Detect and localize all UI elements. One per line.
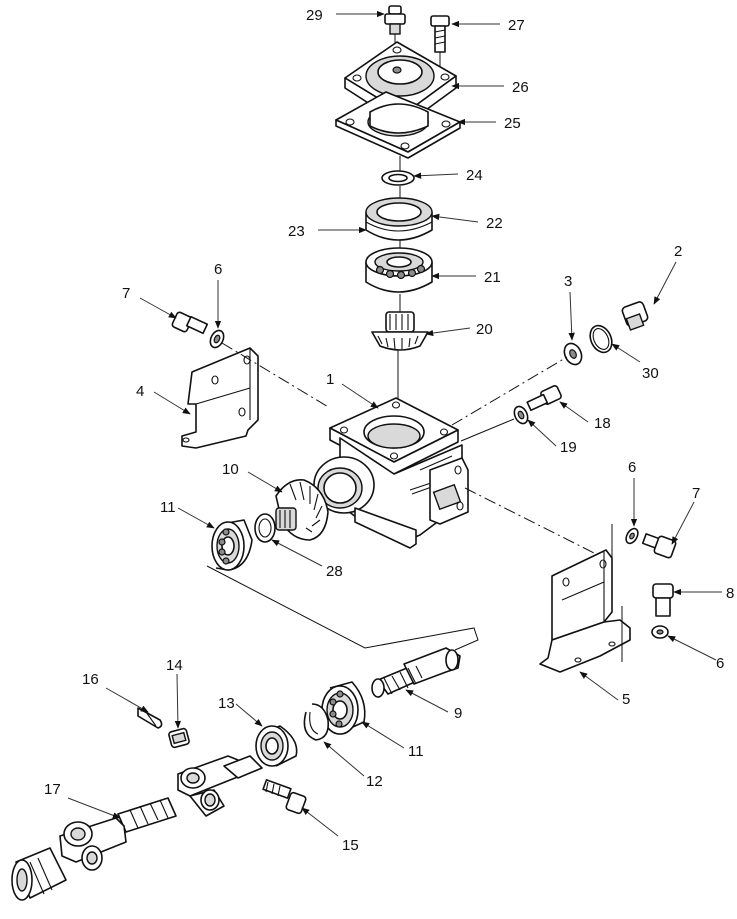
part-12-snap-ring — [303, 703, 330, 741]
part-20-pinion-gear — [371, 311, 429, 351]
part-9-splined-shaft — [371, 647, 461, 698]
callout-15: 15 — [342, 837, 359, 854]
part-18-bolt — [526, 385, 562, 412]
callout-7-left: 7 — [122, 285, 130, 302]
part-6-washer-left — [209, 329, 225, 349]
part-8-bolt — [652, 583, 674, 617]
callout-18: 18 — [594, 415, 611, 432]
part-17-drive-shaft — [11, 755, 263, 901]
part-6-washer-right-bottom — [651, 625, 669, 639]
callout-7-right: 7 — [692, 485, 700, 502]
callout-4: 4 — [136, 383, 144, 400]
part-26-bearing-cover — [344, 41, 457, 127]
callout-8: 8 — [726, 585, 734, 602]
callout-6-right-bottom: 6 — [716, 655, 724, 672]
part-11-bearing-lower — [321, 681, 366, 735]
part-13-oil-seal — [255, 725, 298, 767]
callout-19: 19 — [560, 439, 577, 456]
callout-22: 22 — [486, 215, 503, 232]
part-29-grease-fitting — [384, 5, 406, 35]
part-3-seal-washer — [563, 342, 583, 366]
callout-27: 27 — [508, 17, 525, 34]
part-1-gearbox-housing — [313, 397, 469, 549]
callout-16: 16 — [82, 671, 99, 688]
callout-23: 23 — [288, 223, 305, 240]
callout-13: 13 — [218, 695, 235, 712]
callout-labels: 29 27 26 25 24 22 23 21 20 2 3 30 6 7 4 … — [44, 7, 734, 854]
part-21-ball-bearing — [365, 247, 433, 293]
part-4-mounting-bracket — [181, 347, 259, 449]
part-7-bolt-left — [171, 311, 209, 335]
part-5-mounting-bracket — [539, 549, 631, 673]
callout-leaders — [67, 10, 722, 837]
callout-25: 25 — [504, 115, 521, 132]
callout-9: 9 — [454, 705, 462, 722]
callout-12: 12 — [366, 773, 383, 790]
part-25-housing-spacer — [335, 91, 461, 159]
callout-21: 21 — [484, 269, 501, 286]
part-22-23-bearing-cup — [365, 197, 433, 241]
callout-10: 10 — [222, 461, 239, 478]
part-10-bevel-gear — [275, 479, 329, 541]
part-14-nut — [168, 727, 190, 749]
callout-17: 17 — [44, 781, 61, 798]
callout-3: 3 — [564, 273, 572, 290]
callout-2: 2 — [674, 243, 682, 260]
part-2-plug — [621, 301, 649, 331]
part-24-snap-ring — [381, 170, 415, 186]
callout-29: 29 — [306, 7, 323, 24]
callout-14: 14 — [166, 657, 183, 674]
callout-11-lower: 11 — [408, 743, 424, 760]
part-11-bearing-upper — [211, 519, 253, 571]
part-7-bolt-right — [641, 533, 677, 559]
part-15-bolt — [262, 779, 307, 815]
part-27-bolt — [430, 15, 450, 53]
callout-6-left: 6 — [214, 261, 222, 278]
callout-24: 24 — [466, 167, 483, 184]
callout-26: 26 — [512, 79, 529, 96]
callout-30: 30 — [642, 365, 659, 382]
callout-28: 28 — [326, 563, 343, 580]
callout-6-right-top: 6 — [628, 459, 636, 476]
callout-11-upper: 11 — [160, 499, 176, 516]
part-19-washer — [513, 405, 529, 425]
callout-5: 5 — [622, 691, 630, 708]
part-16-cotter-pin — [137, 707, 163, 729]
part-28-snap-ring — [254, 513, 276, 543]
callout-20: 20 — [476, 321, 493, 338]
callout-1: 1 — [326, 371, 334, 388]
part-6-washer-right-top — [625, 527, 639, 545]
part-30-o-ring — [589, 324, 613, 354]
